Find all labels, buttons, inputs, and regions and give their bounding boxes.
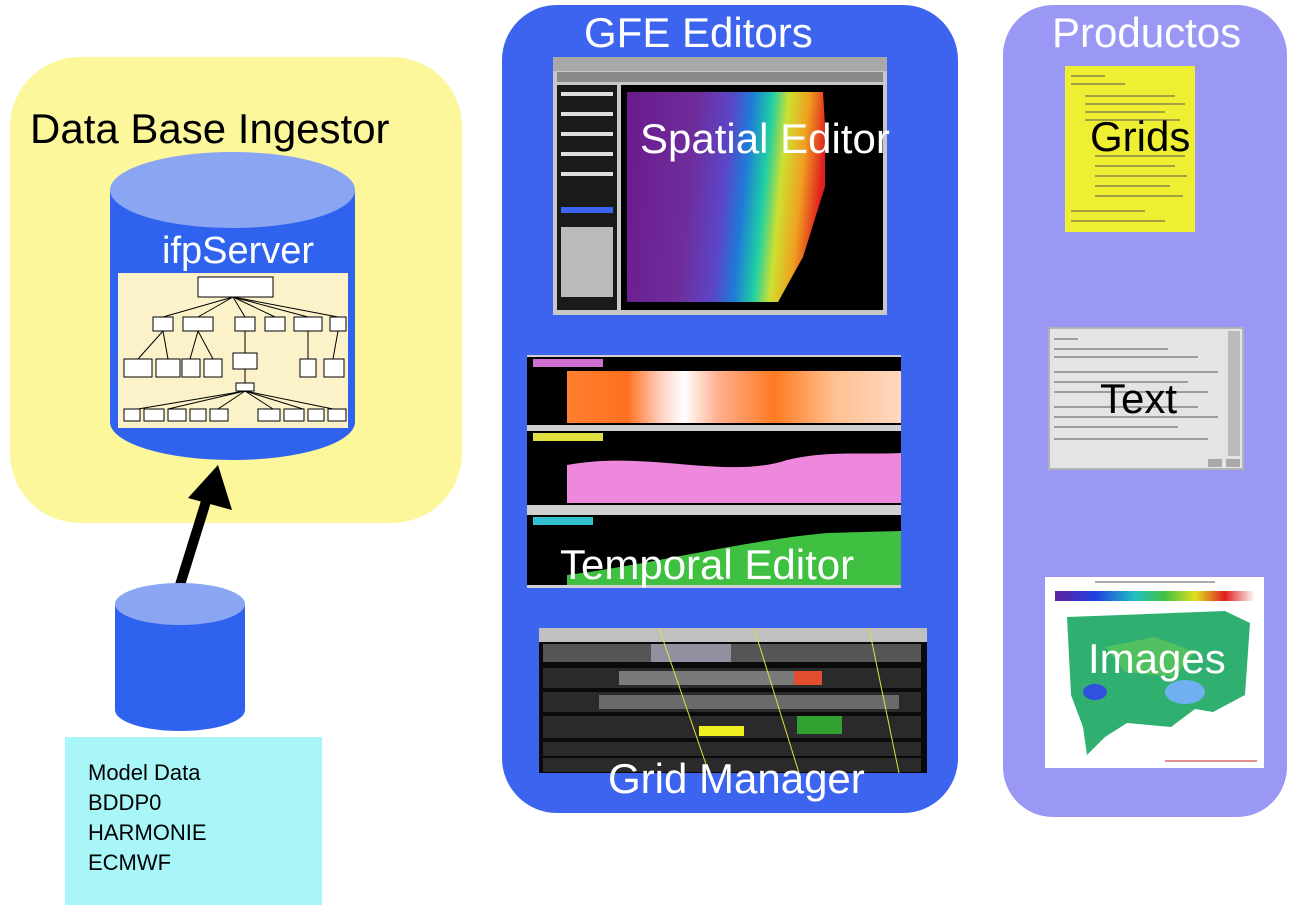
model-data-cylinder xyxy=(115,583,245,731)
grid-manager-screenshot xyxy=(539,628,927,773)
model-data-line: ECMWF xyxy=(88,850,172,875)
text-label: Text xyxy=(1100,375,1178,422)
grids-product-thumbnail xyxy=(1065,66,1195,232)
text-product-thumbnail xyxy=(1048,327,1244,470)
ingest-arrow xyxy=(175,465,232,587)
spatial-editor-label: Spatial Editor xyxy=(640,115,890,162)
model-data-line: Model Data xyxy=(88,760,201,785)
model-data-line: BDDP0 xyxy=(88,790,162,815)
model-data-box xyxy=(65,737,322,905)
temporal-editor-screenshot xyxy=(527,355,901,588)
images-label: Images xyxy=(1088,635,1226,682)
spatial-editor-screenshot xyxy=(553,57,887,315)
ingestor-title: Data Base Ingestor xyxy=(30,105,390,152)
gfe-editors-title: GFE Editors xyxy=(584,9,813,56)
model-data-line: HARMONIE xyxy=(88,820,207,845)
ifpserver-label: ifpServer xyxy=(162,230,315,272)
grids-label: Grids xyxy=(1090,113,1191,160)
temporal-editor-label: Temporal Editor xyxy=(560,541,855,588)
grid-manager-label: Grid Manager xyxy=(608,755,865,802)
productos-title: Productos xyxy=(1052,9,1242,56)
images-product-thumbnail xyxy=(1045,577,1264,768)
parameter-hierarchy-diagram xyxy=(118,273,348,428)
